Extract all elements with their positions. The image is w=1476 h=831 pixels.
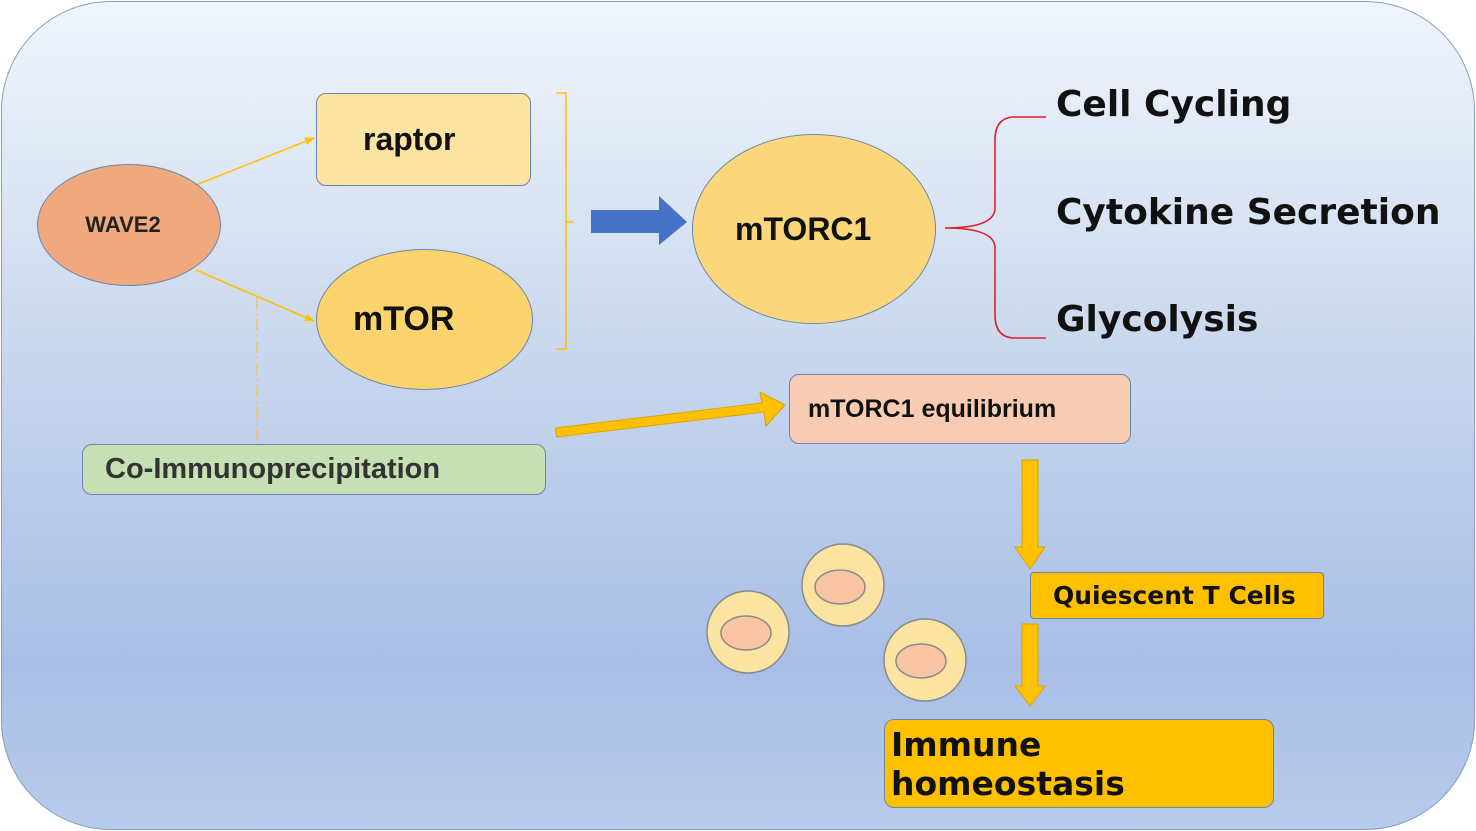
outcome-cell-cycling: Cell Cycling	[1056, 84, 1292, 125]
mtorc1-equilibrium-node: mTORC1 equilibrium	[789, 374, 1131, 444]
wave2-node: WAVE2	[37, 164, 221, 286]
raptor-label: raptor	[363, 121, 456, 157]
wave2-label: WAVE2	[85, 212, 161, 237]
immune-homeostasis-label: Immune homeostasis	[891, 724, 1125, 803]
gold-arrow-quiescent-to-immune	[1014, 623, 1046, 707]
quiescent-t-cells-node: Quiescent T Cells	[1030, 572, 1324, 619]
co-immunoprecipitation-node: Co-Immunoprecipitation	[82, 444, 546, 495]
mtorc1-node: mTORC1	[692, 134, 936, 324]
mtor-node: mTOR	[316, 249, 533, 390]
outcomes-red-bracket	[944, 116, 1046, 339]
raptor-node: raptor	[316, 93, 531, 186]
mtor-label: mTOR	[353, 300, 455, 338]
mtorc1-label: mTORC1	[735, 210, 872, 247]
arrow-wave2-to-mtor	[195, 269, 315, 322]
mtorc1-equilibrium-label: mTORC1 equilibrium	[808, 394, 1057, 423]
t-cell-2-nucleus	[720, 615, 772, 651]
immune-homeostasis-node: Immune homeostasis	[884, 719, 1274, 808]
t-cell-3-nucleus	[895, 643, 947, 679]
outcome-cytokine-secretion: Cytokine Secretion	[1056, 192, 1441, 233]
blue-arrow	[591, 196, 687, 245]
t-cell-1-nucleus	[814, 569, 866, 605]
gold-arrow-co-ip-to-equilibrium	[554, 391, 786, 438]
quiescent-t-cells-label: Quiescent T Cells	[1053, 581, 1296, 610]
co-immunoprecipitation-label: Co-Immunoprecipitation	[105, 453, 441, 485]
t-cell-illustration	[706, 543, 967, 702]
arrow-wave2-to-raptor	[195, 137, 315, 186]
raptor-mtor-bracket	[556, 92, 574, 350]
gold-arrow-equilibrium-to-quiescent	[1014, 459, 1046, 570]
outcome-glycolysis: Glycolysis	[1056, 299, 1259, 340]
